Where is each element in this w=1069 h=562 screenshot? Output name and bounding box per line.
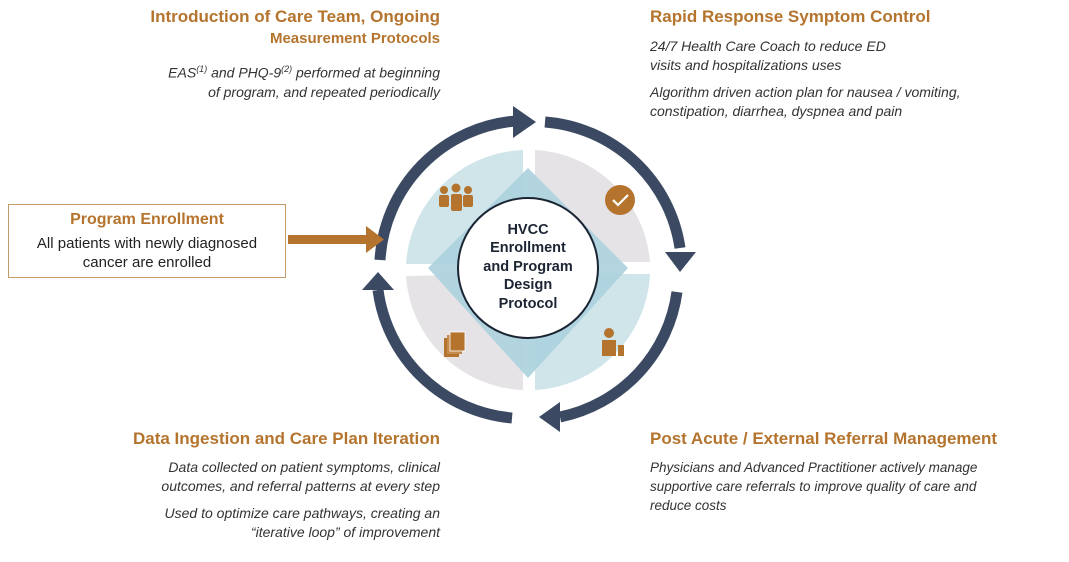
ring-arc-bottom-right — [558, 291, 683, 423]
center-line5: Protocol — [498, 295, 558, 312]
center-line3: and Program — [483, 258, 573, 275]
enrollment-body-line2: cancer are enrolled — [82, 254, 212, 271]
ring-arrowhead-top — [513, 106, 536, 138]
care-team-people-icon — [439, 183, 473, 211]
bottom-left-body-line3: Used to optimize care pathways, creating… — [164, 505, 440, 521]
bottom-right-body-line2: supportive care referrals to improve qua… — [650, 479, 977, 494]
checkmark-circle-icon — [605, 185, 635, 215]
enrollment-title: Program Enrollment — [70, 211, 224, 228]
center-line2: Enrollment — [490, 240, 566, 257]
top-left-body-line1: EAS(1) and PHQ-9(2) performed at beginni… — [168, 64, 440, 81]
physician-chart-icon — [602, 328, 624, 356]
center-circle — [457, 197, 599, 339]
ring-arc-top-left — [374, 115, 517, 261]
program-enrollment-box: Program Enrollment All patients with new… — [8, 204, 286, 278]
bottom-right-section: Post Acute / External Referral Managemen… — [650, 428, 1065, 515]
center-line1: HVCC — [507, 221, 549, 238]
enrollment-arrow — [288, 226, 384, 253]
center-label: HVCC Enrollment and Program Design Proto… — [466, 212, 590, 322]
bottom-left-body-line4: “iterative loop” of improvement — [250, 524, 440, 540]
center-line4: Design — [503, 277, 553, 294]
ring-arc-top-right — [544, 116, 686, 249]
top-left-title-line2: Measurement Protocols — [269, 30, 440, 47]
ring-arrowhead-left — [362, 272, 394, 290]
bottom-right-body-line1: Physicians and Advanced Practitioner act… — [650, 460, 978, 475]
top-right-body-line1: 24/7 Health Care Coach to reduce ED — [650, 38, 886, 54]
ring-arrowhead-right — [665, 252, 696, 272]
top-left-title-line1: Introduction of Care Team, Ongoing — [150, 7, 440, 26]
bottom-right-title: Post Acute / External Referral Managemen… — [650, 429, 998, 448]
top-right-body-line3: Algorithm driven action plan for nausea … — [650, 84, 961, 100]
bottom-left-body-line1: Data collected on patient symptoms, clin… — [168, 459, 440, 475]
enrollment-body-line1: All patients with newly diagnosed — [36, 235, 258, 252]
documents-stack-icon — [444, 331, 466, 357]
top-right-section: Rapid Response Symptom Control 24/7 Heal… — [650, 6, 1060, 121]
top-right-body-line2: visits and hospitalizations uses — [650, 57, 842, 73]
top-right-body-line4: constipation, diarrhea, dyspnea and pain — [650, 103, 903, 119]
bottom-left-title: Data Ingestion and Care Plan Iteration — [132, 429, 440, 448]
bottom-left-body-line2: outcomes, and referral patterns at every… — [161, 478, 440, 494]
bottom-left-section: Data Ingestion and Care Plan Iteration D… — [0, 428, 440, 542]
top-left-section: Introduction of Care Team, Ongoing Measu… — [20, 6, 440, 102]
ring-arrowhead-bottom — [539, 402, 560, 432]
top-right-title: Rapid Response Symptom Control — [650, 7, 931, 26]
top-left-body-line2: of program, and repeated periodically — [208, 83, 440, 100]
bottom-right-body-line3: reduce costs — [650, 498, 727, 513]
ring-arc-bottom-left — [372, 289, 513, 424]
